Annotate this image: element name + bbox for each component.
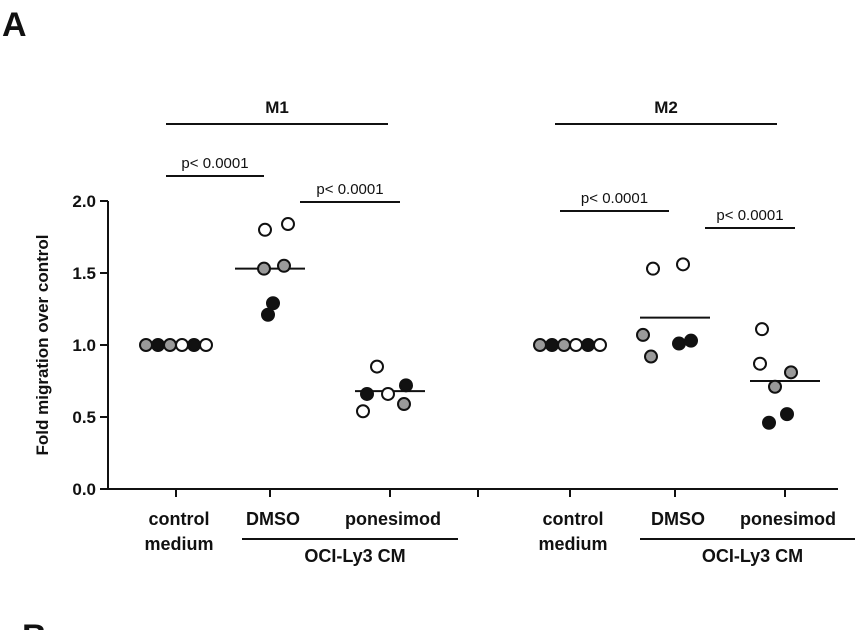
cm-group-label: OCI-Ly3 CM bbox=[702, 546, 803, 566]
data-point bbox=[397, 397, 411, 412]
data-point bbox=[780, 407, 794, 422]
x-category-label: DMSO bbox=[651, 509, 705, 529]
cm-group-label: OCI-Ly3 CM bbox=[304, 546, 405, 566]
data-point bbox=[784, 365, 798, 380]
data-point bbox=[277, 258, 291, 273]
data-point bbox=[139, 338, 153, 352]
data-point bbox=[646, 261, 660, 276]
next-panel-letter: B bbox=[22, 618, 47, 630]
y-tick-label: 1.0 bbox=[72, 336, 96, 355]
data-point bbox=[281, 217, 295, 232]
data-point bbox=[672, 336, 686, 351]
data-point bbox=[381, 386, 395, 401]
y-tick-label: 1.5 bbox=[72, 264, 96, 283]
x-category-label: medium bbox=[144, 534, 213, 554]
data-point bbox=[533, 338, 547, 352]
data-point bbox=[593, 338, 607, 352]
y-tick-label: 2.0 bbox=[72, 192, 96, 211]
data-point bbox=[199, 338, 213, 352]
data-point bbox=[636, 327, 650, 342]
data-point bbox=[684, 333, 698, 348]
x-category-label: DMSO bbox=[246, 509, 300, 529]
data-point bbox=[370, 359, 384, 374]
data-point bbox=[581, 338, 595, 352]
data-point bbox=[762, 415, 776, 430]
data-point bbox=[187, 338, 201, 352]
data-point bbox=[569, 338, 583, 352]
x-category-label: medium bbox=[538, 534, 607, 554]
group-label: M1 bbox=[265, 98, 289, 117]
data-point bbox=[163, 338, 177, 352]
data-point bbox=[399, 378, 413, 393]
group-label: M2 bbox=[654, 98, 678, 117]
data-point bbox=[755, 322, 769, 337]
data-point bbox=[557, 338, 571, 352]
x-category-label: control bbox=[149, 509, 210, 529]
data-point bbox=[175, 338, 189, 352]
panel-letter: A bbox=[2, 6, 27, 44]
x-category-label: control bbox=[543, 509, 604, 529]
data-point bbox=[753, 356, 767, 371]
data-point bbox=[768, 379, 782, 394]
data-point bbox=[356, 404, 370, 419]
plot-area: 0.0 0.5 1.0 1.5 2.0 M1 p< 0.0001 p< 0.0001 contr… bbox=[72, 98, 855, 566]
x-category-label: ponesimod bbox=[345, 509, 441, 529]
p-value-label: p< 0.0001 bbox=[316, 181, 383, 198]
y-axis-label: Fold migration over control bbox=[33, 234, 52, 455]
data-point bbox=[258, 222, 272, 237]
data-point bbox=[676, 257, 690, 272]
data-point bbox=[360, 386, 374, 401]
data-point bbox=[266, 296, 280, 311]
y-tick-label: 0.5 bbox=[72, 408, 96, 427]
p-value-label: p< 0.0001 bbox=[181, 155, 248, 172]
data-point bbox=[644, 349, 658, 364]
data-point bbox=[151, 338, 165, 352]
p-value-label: p< 0.0001 bbox=[581, 190, 648, 207]
data-point bbox=[261, 307, 275, 322]
data-point bbox=[257, 261, 271, 276]
y-tick-label: 0.0 bbox=[72, 480, 96, 499]
data-point bbox=[545, 338, 559, 352]
p-value-label: p< 0.0001 bbox=[716, 207, 783, 224]
x-category-label: ponesimod bbox=[740, 509, 836, 529]
